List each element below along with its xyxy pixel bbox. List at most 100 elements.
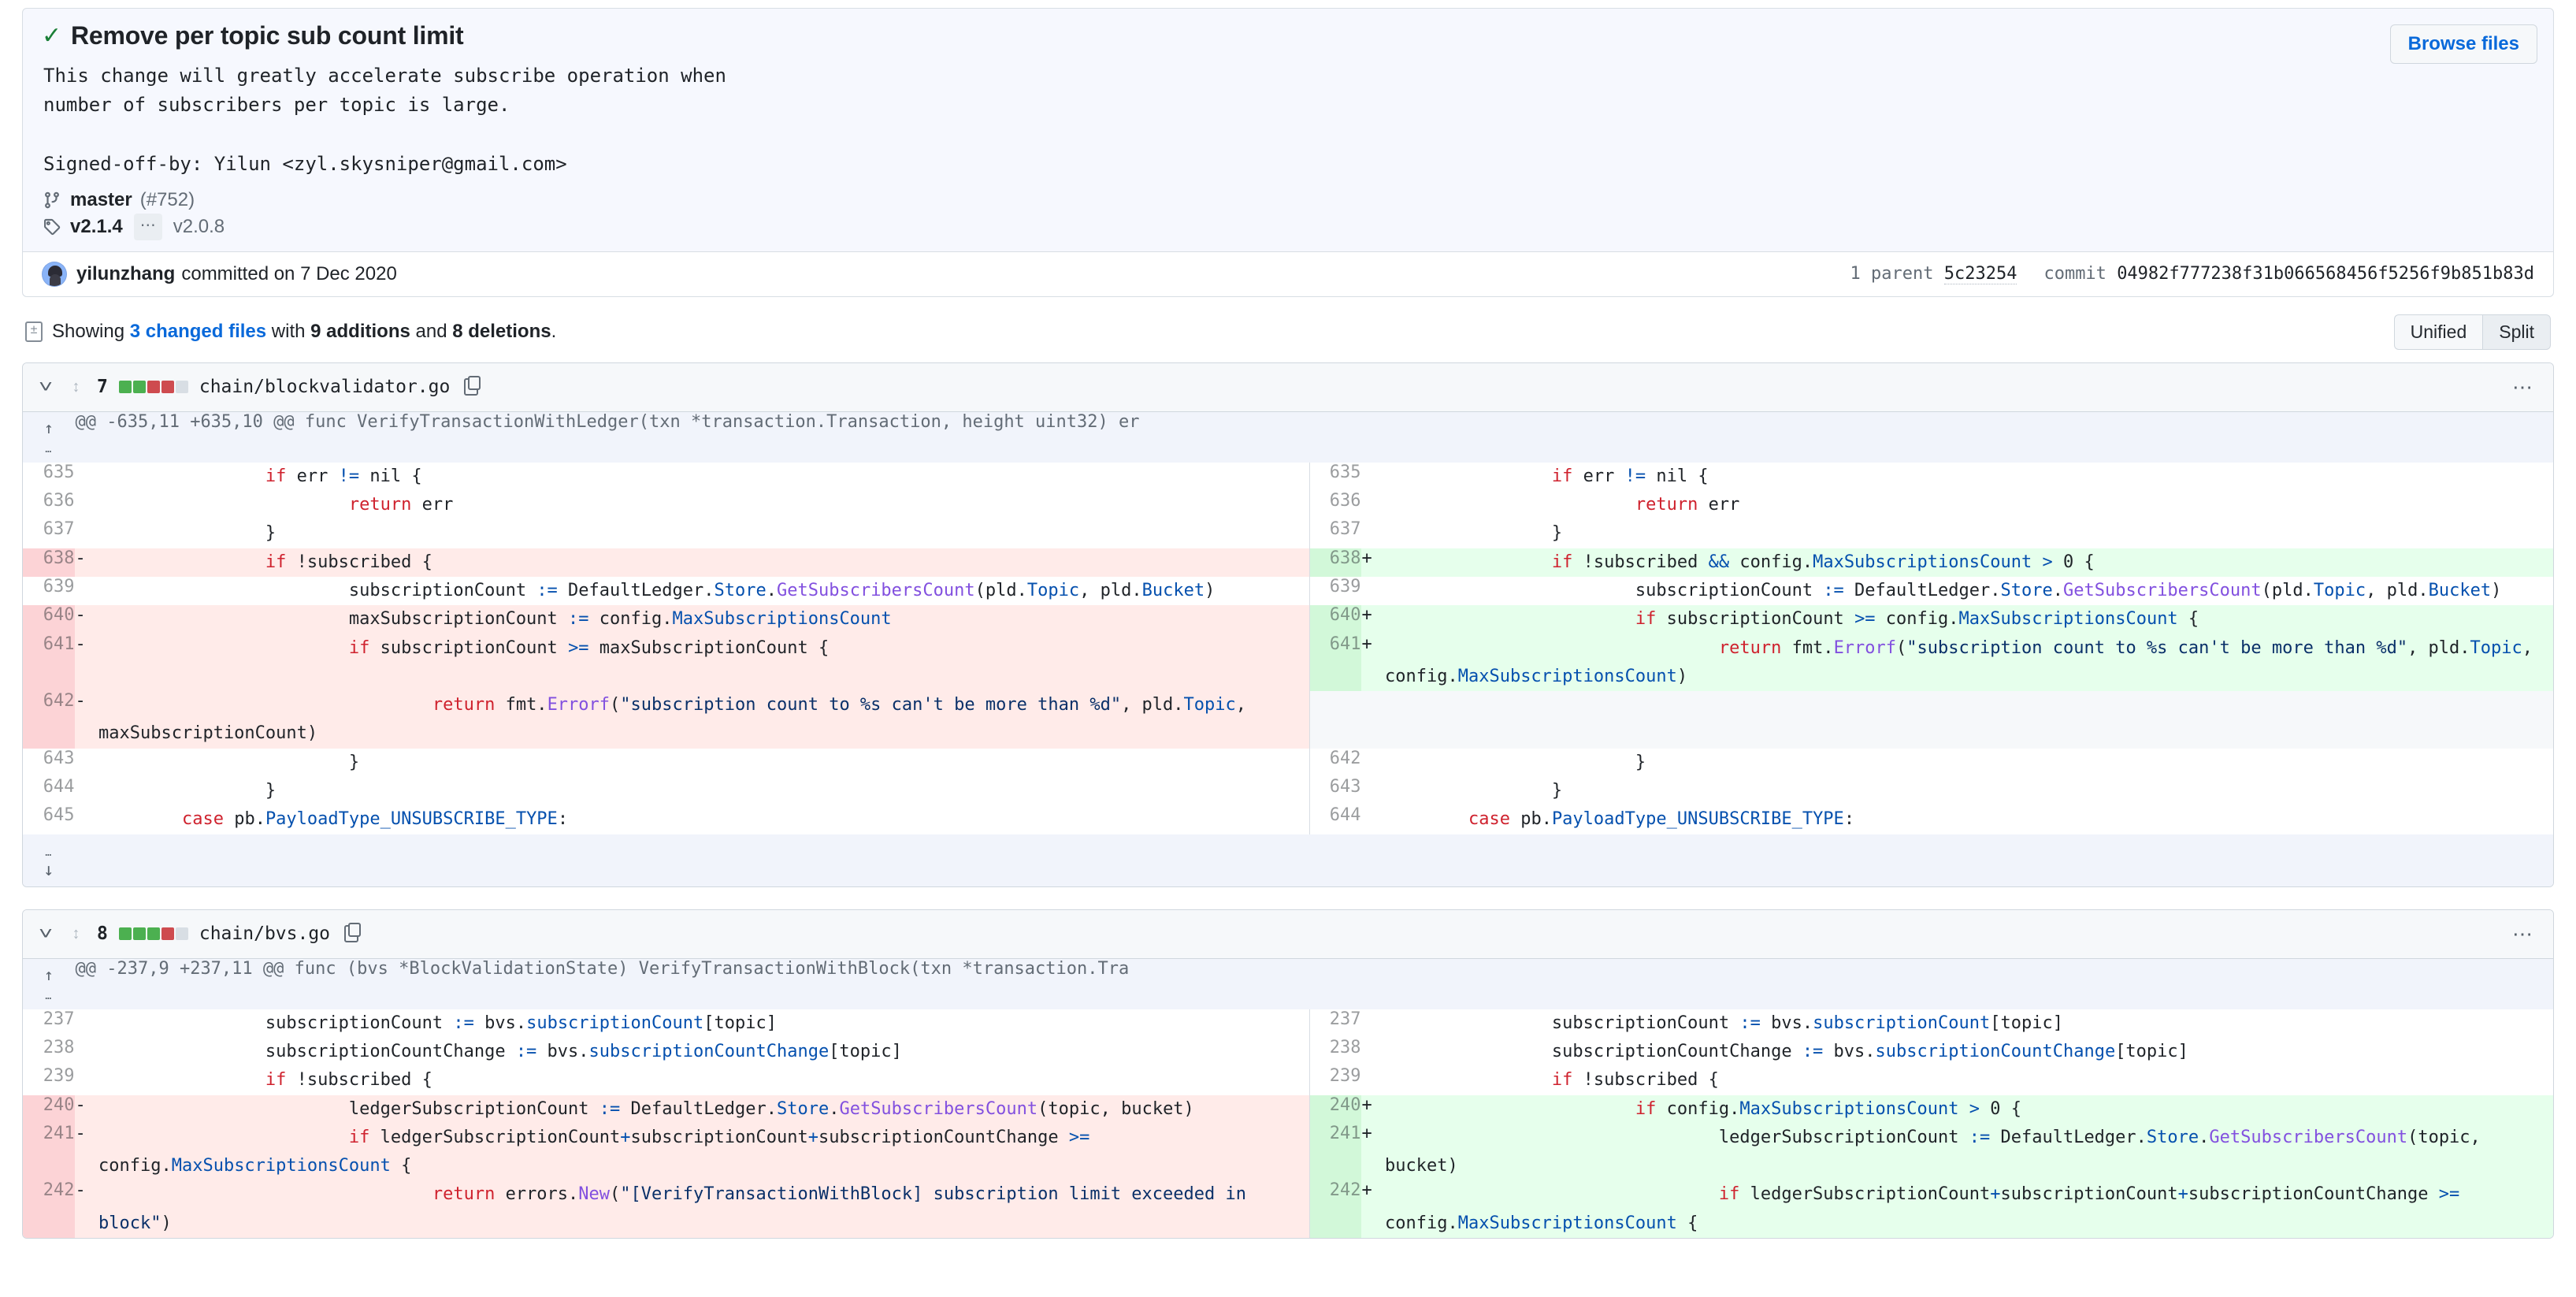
expand-down-area[interactable] xyxy=(75,834,2553,886)
line-number-left[interactable]: 640 xyxy=(23,605,75,634)
code-left[interactable]: ledgerSubscriptionCount := DefaultLedger… xyxy=(98,1094,1309,1124)
code-right[interactable]: if err != nil { xyxy=(1551,466,1709,486)
copy-path-icon[interactable] xyxy=(344,923,362,943)
diff-row: 636 return err 636 return err xyxy=(23,491,2553,520)
code-right[interactable]: if config.MaxSubscriptionsCount > 0 { xyxy=(1385,1094,2553,1124)
line-number-right[interactable]: 239 xyxy=(1308,1066,1361,1095)
line-number-right[interactable]: 640 xyxy=(1308,605,1361,634)
branch-name[interactable]: master xyxy=(70,188,132,210)
commit-sha[interactable]: 04982f777238f31b066568456f5256f9b851b83d xyxy=(2117,264,2534,284)
expand-down-icon[interactable]: …↓ xyxy=(23,834,75,886)
line-number-left[interactable]: 238 xyxy=(23,1037,75,1067)
line-number-right[interactable]: 241 xyxy=(1308,1123,1361,1181)
file-path[interactable]: chain/blockvalidator.go xyxy=(199,377,451,398)
code-right[interactable]: } xyxy=(1385,523,1563,544)
tab-split[interactable]: Split xyxy=(2482,314,2551,350)
code-right[interactable]: if !subscribed && config.MaxSubscription… xyxy=(1385,548,2553,577)
code-right[interactable]: return fmt.Errorf("subscription count to… xyxy=(1385,634,2553,692)
chevron-down-icon[interactable]: ˅ xyxy=(38,924,53,944)
line-number-left[interactable]: 642 xyxy=(23,691,75,749)
tag-oldest[interactable]: v2.0.8 xyxy=(173,215,225,237)
code-right[interactable] xyxy=(1385,691,2553,749)
expand-down-row[interactable]: …↓ xyxy=(23,834,2553,886)
line-number-left[interactable]: 237 xyxy=(23,1009,75,1038)
line-number-left[interactable]: 635 xyxy=(23,462,75,492)
line-number-left[interactable]: 636 xyxy=(23,491,75,520)
code-left[interactable]: subscriptionCount := bvs.subscriptionCou… xyxy=(98,1013,777,1033)
drag-handle-icon[interactable]: ↕ xyxy=(72,377,80,396)
code-left[interactable]: } xyxy=(98,752,360,772)
code-left[interactable]: if !subscribed { xyxy=(98,548,1309,577)
code-left[interactable]: } xyxy=(98,523,277,544)
code-left[interactable]: } xyxy=(98,781,277,801)
hunk-expand-button[interactable]: ↑… xyxy=(23,411,75,463)
line-number-right[interactable]: 637 xyxy=(1308,519,1361,548)
diff-marker-left xyxy=(75,519,98,548)
line-number-left[interactable]: 638 xyxy=(23,548,75,577)
code-left[interactable]: if !subscribed { xyxy=(265,1070,432,1091)
code-right[interactable]: subscriptionCount := bvs.subscriptionCou… xyxy=(1385,1013,2063,1033)
line-number-left[interactable]: 643 xyxy=(23,748,75,778)
avatar[interactable] xyxy=(42,261,67,287)
code-left[interactable]: subscriptionCount := DefaultLedger.Store… xyxy=(98,580,1216,600)
code-right[interactable]: subscriptionCountChange := bvs.subscript… xyxy=(1385,1041,2188,1061)
author-username[interactable]: yilunzhang xyxy=(76,262,176,284)
parent-sha[interactable]: 5c23254 xyxy=(1943,264,2017,285)
line-number-right[interactable]: 635 xyxy=(1308,462,1361,492)
drag-handle-icon[interactable]: ↕ xyxy=(72,924,80,942)
code-right[interactable]: } xyxy=(1385,752,1646,772)
changed-files-link[interactable]: 3 changed files xyxy=(129,321,267,343)
expand-up-icon[interactable]: ↑… xyxy=(43,418,54,455)
line-number-left[interactable]: 639 xyxy=(23,576,75,606)
code-right[interactable]: if ledgerSubscriptionCount+subscriptionC… xyxy=(1385,1180,2553,1238)
line-number-left[interactable]: 637 xyxy=(23,519,75,548)
line-number-right[interactable]: 643 xyxy=(1308,777,1361,806)
line-number-right[interactable]: 636 xyxy=(1308,491,1361,520)
file-options-kebab-icon[interactable]: ⋯ xyxy=(2512,374,2534,399)
tag-latest[interactable]: v2.1.4 xyxy=(70,215,123,237)
code-right[interactable]: return err xyxy=(1635,495,1740,515)
browse-files-button[interactable]: Browse files xyxy=(2389,24,2537,64)
code-left[interactable]: return err xyxy=(348,495,454,515)
code-right[interactable]: subscriptionCount := DefaultLedger.Store… xyxy=(1385,580,2502,600)
code-left[interactable]: if err != nil { xyxy=(265,466,422,486)
line-number-left[interactable]: 641 xyxy=(23,634,75,692)
line-number-left[interactable]: 239 xyxy=(23,1066,75,1095)
file-options-kebab-icon[interactable]: ⋯ xyxy=(2512,921,2534,946)
line-number-right[interactable]: 642 xyxy=(1308,748,1361,778)
code-left[interactable]: if ledgerSubscriptionCount+subscriptionC… xyxy=(98,1123,1309,1181)
line-number-left[interactable]: 241 xyxy=(23,1123,75,1181)
branch-pr-number[interactable]: (#752) xyxy=(139,188,195,210)
code-right[interactable]: } xyxy=(1385,781,1563,801)
code-left[interactable]: if subscriptionCount >= maxSubscriptionC… xyxy=(98,634,1309,692)
code-right[interactable]: if !subscribed { xyxy=(1551,1070,1719,1091)
code-left[interactable]: maxSubscriptionCount := config.MaxSubscr… xyxy=(98,605,1309,634)
code-right[interactable]: if subscriptionCount >= config.MaxSubscr… xyxy=(1385,605,2553,634)
code-right[interactable]: case pb.PayloadType_UNSUBSCRIBE_TYPE: xyxy=(1468,809,1855,830)
line-number-right[interactable]: 641 xyxy=(1308,634,1361,692)
line-number-right[interactable]: 237 xyxy=(1308,1009,1361,1038)
code-left[interactable]: subscriptionCountChange := bvs.subscript… xyxy=(98,1041,902,1061)
code-left[interactable]: return fmt.Errorf("subscription count to… xyxy=(98,691,1309,749)
line-number-right[interactable]: 242 xyxy=(1308,1180,1361,1238)
line-number-right[interactable]: 238 xyxy=(1308,1037,1361,1067)
line-number-right[interactable] xyxy=(1308,691,1361,749)
copy-path-icon[interactable] xyxy=(464,376,481,396)
line-number-right[interactable]: 240 xyxy=(1308,1094,1361,1124)
tag-expand-button[interactable]: ⋯ xyxy=(133,213,162,240)
file-path[interactable]: chain/bvs.go xyxy=(199,924,331,945)
hunk-expand-button[interactable]: ↑… xyxy=(23,958,75,1009)
tab-unified[interactable]: Unified xyxy=(2393,314,2483,350)
line-number-left[interactable]: 242 xyxy=(23,1180,75,1238)
expand-up-icon[interactable]: ↑… xyxy=(43,964,54,1002)
line-number-left[interactable]: 240 xyxy=(23,1094,75,1124)
chevron-down-icon[interactable]: ˅ xyxy=(38,377,53,397)
code-right[interactable]: ledgerSubscriptionCount := DefaultLedger… xyxy=(1385,1123,2553,1181)
line-number-left[interactable]: 644 xyxy=(23,777,75,806)
line-number-left[interactable]: 645 xyxy=(23,805,75,834)
line-number-right[interactable]: 638 xyxy=(1308,548,1361,577)
line-number-right[interactable]: 639 xyxy=(1308,576,1361,606)
line-number-right[interactable]: 644 xyxy=(1308,805,1361,834)
code-left[interactable]: case pb.PayloadType_UNSUBSCRIBE_TYPE: xyxy=(181,809,569,830)
code-left[interactable]: return errors.New("[VerifyTransactionWit… xyxy=(98,1180,1309,1238)
